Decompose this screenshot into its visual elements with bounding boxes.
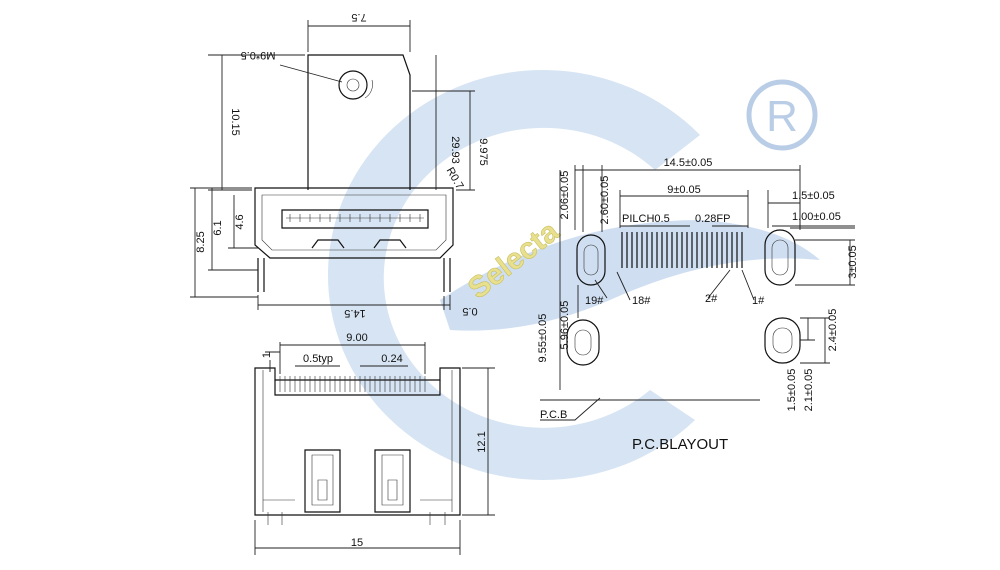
dim-slot2-h: 2.4±0.05 [827, 309, 839, 352]
connector-tongue [281, 209, 429, 229]
dim-v3: 5.96±0.05 [559, 301, 571, 350]
dim-h3: 8.25 [195, 231, 207, 252]
dim-slot2-w1: 1.5±0.05 [786, 369, 798, 412]
dim-tab-width: 7.5 [351, 11, 366, 23]
dim-pitch: 0.5typ [303, 353, 333, 365]
pin-label-2: 2# [705, 293, 718, 305]
front-top-step [274, 380, 441, 396]
pcb-slot-left-bottom-inner [574, 329, 592, 356]
pcb-slot-left-top-inner [583, 244, 599, 276]
connector-shell-inner [261, 194, 447, 251]
front-pins [279, 376, 426, 392]
dim-pitch-label: PILCH0.5 [622, 213, 670, 225]
dim-upper-height: 9.975 [477, 138, 489, 166]
front-body [254, 367, 461, 516]
front-latch-left-inner [311, 454, 334, 506]
dim-tab-height: 10.15 [229, 108, 241, 136]
pcb-label: P.C.B [540, 409, 567, 421]
dim-hole: M9*0.5 [241, 49, 276, 61]
pin-label-18: 18# [632, 295, 651, 307]
dim-v1: 2.06±0.05 [559, 171, 571, 220]
top-view: 7.5 M9*0.5 10.15 29.93 9.975 R0.7 4.6 6.… [190, 11, 489, 319]
front-latch-right-inner [381, 454, 404, 506]
pcb-slot-right-top [764, 229, 796, 286]
latch-right [373, 239, 407, 249]
front-feet [263, 499, 452, 525]
latch-left [311, 239, 345, 249]
dim-pin-width: 0.24 [381, 353, 402, 365]
pcb-slot-right-bottom [764, 317, 801, 364]
dim-pins-span: 9.00 [346, 332, 367, 344]
dim-slot2-w2: 2.1±0.05 [803, 369, 815, 412]
dim-inner-width: 9±0.05 [667, 184, 701, 196]
dim-width: 14.5 [344, 307, 365, 319]
pcb-dim-lines [540, 165, 855, 421]
dim-h1: 4.6 [234, 214, 246, 229]
watermark-swoosh [440, 220, 820, 331]
pcb-layout-title: P.C.BLAYOUT [632, 436, 728, 453]
pin-label-1: 1# [752, 295, 765, 307]
front-view: 9.00 0.5typ 0.24 1 12.1 15 [254, 332, 495, 555]
pcb-slot-left-bottom [566, 319, 600, 366]
dim-offset: 0.5 [462, 305, 477, 317]
front-latch-right [374, 449, 411, 513]
dim-total-height: 29.93 [449, 136, 461, 164]
dim-front-width: 15 [351, 537, 363, 549]
mounting-hole [338, 70, 368, 100]
dim-overall-width: 14.5±0.05 [664, 157, 713, 169]
connector-shell [254, 187, 454, 259]
registered-mark-letter: R [766, 92, 798, 141]
watermark-ring [327, 70, 700, 481]
dim-slot-h: 3±0.05 [847, 245, 859, 279]
dim-v4: 9.55±0.05 [537, 314, 549, 363]
front-side-walls [262, 370, 453, 512]
mounting-hole-inner [346, 78, 360, 92]
dim-slot-w1: 1.5±0.05 [792, 190, 835, 202]
hole-thread-arc [364, 79, 373, 99]
mounting-tab [307, 54, 411, 190]
top-view-dim-lines [190, 20, 475, 310]
pcb-slot-left-top [576, 234, 606, 286]
contact-pins-top [286, 214, 424, 222]
front-view-dim-lines [254, 342, 495, 555]
mounting-legs [257, 258, 451, 292]
dim-fp-width: 0.28FP [695, 213, 730, 225]
dim-h2: 6.1 [212, 220, 224, 235]
registered-mark-circle [746, 79, 818, 151]
pcb-slot-right-top-inner [771, 239, 789, 276]
dim-top-offset: 1 [261, 352, 273, 358]
dim-v2: 2.60±0.05 [599, 176, 611, 225]
dim-slot-w2: 1.00±0.05 [792, 211, 841, 223]
watermark: Selecta R [327, 70, 820, 481]
pcb-slot-right-bottom-inner [772, 327, 793, 354]
front-latch-left [304, 449, 341, 513]
dim-front-height: 12.1 [476, 431, 488, 452]
pcb-pad-array [621, 232, 743, 268]
pcb-layout: 14.5±0.05 9±0.05 PILCH0.5 0.28FP 1.5±0.0… [537, 157, 859, 453]
pin-label-19: 19# [585, 295, 604, 307]
